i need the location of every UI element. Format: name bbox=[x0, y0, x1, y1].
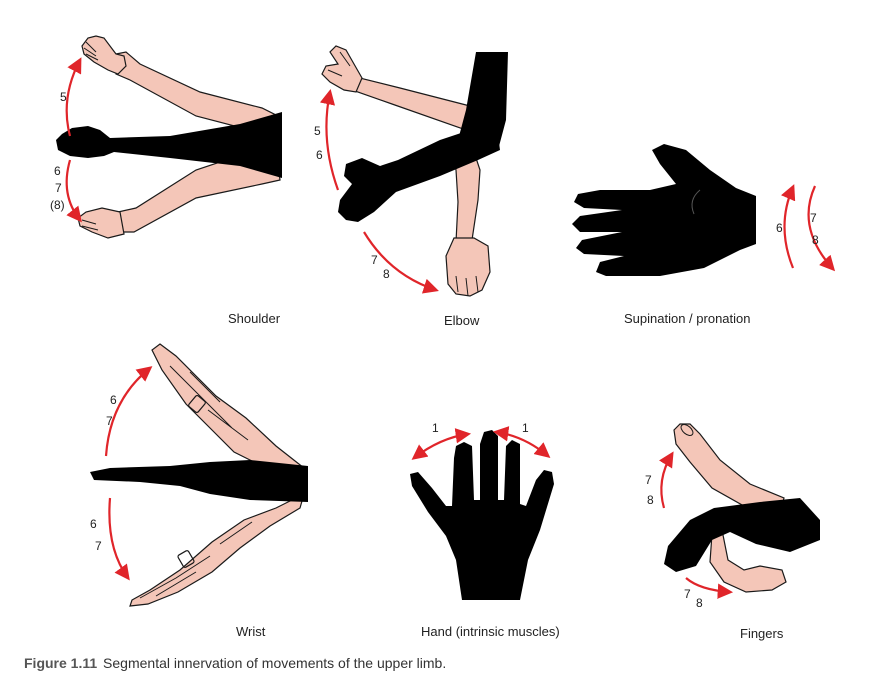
wrist-extension-arrow bbox=[104, 366, 153, 457]
hand-label: Hand (intrinsic muscles) bbox=[421, 624, 560, 639]
shoulder-segment-lower-1: 6 bbox=[54, 164, 61, 178]
elbow-raised-forearm bbox=[351, 77, 471, 131]
fingers-extension-arrow bbox=[658, 451, 674, 509]
panel-elbow: 5 6 7 8 Elbow bbox=[314, 45, 508, 328]
supination-segment: 6 bbox=[776, 221, 783, 235]
supination-hand bbox=[572, 144, 756, 276]
shoulder-segment-upper: 5 bbox=[60, 90, 67, 104]
panel-wrist: 6 7 6 7 Wrist bbox=[90, 343, 308, 639]
hand-abduction-arrow bbox=[411, 428, 472, 460]
hand-adduction-arrow bbox=[492, 426, 551, 458]
shoulder-lowered-hand bbox=[77, 207, 125, 239]
shoulder-adduction-arrow bbox=[65, 159, 82, 223]
fingers-extended-finger bbox=[673, 423, 785, 513]
hand-segment-right: 1 bbox=[522, 421, 529, 435]
fingers-segment-upper-2: 8 bbox=[647, 493, 654, 507]
fingers-segment-lower-1: 7 bbox=[684, 587, 691, 601]
wrist-segment-upper-1: 6 bbox=[110, 393, 117, 407]
wrist-segment-lower-2: 7 bbox=[95, 539, 102, 553]
hand-intrinsic-hand bbox=[410, 430, 554, 600]
wrist-segment-lower-1: 6 bbox=[90, 517, 97, 531]
pronation-segment-2: 8 bbox=[812, 233, 819, 247]
shoulder-label: Shoulder bbox=[228, 311, 281, 326]
supination-label: Supination / pronation bbox=[624, 311, 750, 326]
shoulder-raised-hand bbox=[81, 35, 127, 75]
figure-caption-text: Segmental innervation of movements of th… bbox=[103, 655, 447, 671]
elbow-horizontal-forearm bbox=[338, 120, 500, 222]
shoulder-segment-lower-2: 7 bbox=[55, 181, 62, 195]
elbow-label: Elbow bbox=[444, 313, 480, 328]
elbow-segment-upper-1: 5 bbox=[314, 124, 321, 138]
wrist-flexed-hand bbox=[129, 492, 305, 607]
panel-fingers: 7 8 7 8 Fingers bbox=[645, 423, 820, 641]
panel-hand-intrinsic: 1 1 Hand (intrinsic muscles) bbox=[410, 421, 560, 639]
pronation-segment-1: 7 bbox=[810, 211, 817, 225]
elbow-raised-hand bbox=[321, 45, 363, 93]
hand-segment-left: 1 bbox=[432, 421, 439, 435]
pronation-arrow bbox=[807, 185, 836, 272]
shoulder-abduction-arrow bbox=[65, 57, 82, 137]
fingers-hand-dorsum bbox=[664, 498, 820, 572]
shoulder-raised-arm bbox=[115, 51, 279, 131]
wrist-neutral-hand bbox=[90, 460, 308, 502]
elbow-segment-lower-1: 7 bbox=[371, 253, 378, 267]
panel-supination-pronation: 6 7 8 Supination / pronation bbox=[572, 144, 836, 326]
shoulder-horizontal-arm bbox=[56, 112, 282, 178]
elbow-extension-arrow bbox=[363, 231, 439, 294]
fingers-flexed-finger bbox=[709, 529, 787, 593]
fingers-label: Fingers bbox=[740, 626, 784, 641]
wrist-label: Wrist bbox=[236, 624, 266, 639]
figure-number: Figure 1.11 bbox=[24, 655, 98, 671]
wrist-flexion-arrow bbox=[108, 497, 130, 581]
fingers-flexion-arrow bbox=[685, 577, 734, 599]
fingers-segment-upper-1: 7 bbox=[645, 473, 652, 487]
panel-shoulder: 5 6 7 (8) Shoulder bbox=[50, 35, 282, 326]
shoulder-segment-lower-3: (8) bbox=[50, 198, 65, 212]
elbow-segment-lower-2: 8 bbox=[383, 267, 390, 281]
fingers-segment-lower-2: 8 bbox=[696, 596, 703, 610]
elbow-segment-upper-2: 6 bbox=[316, 148, 323, 162]
elbow-lowered-hand bbox=[445, 237, 491, 297]
figure-caption: Figure 1.11 Segmental innervation of mov… bbox=[24, 655, 446, 671]
wrist-segment-upper-2: 7 bbox=[106, 414, 113, 428]
wrist-extended-hand bbox=[151, 343, 306, 477]
elbow-flexion-arrow bbox=[319, 88, 340, 191]
supination-arrow bbox=[781, 184, 796, 269]
